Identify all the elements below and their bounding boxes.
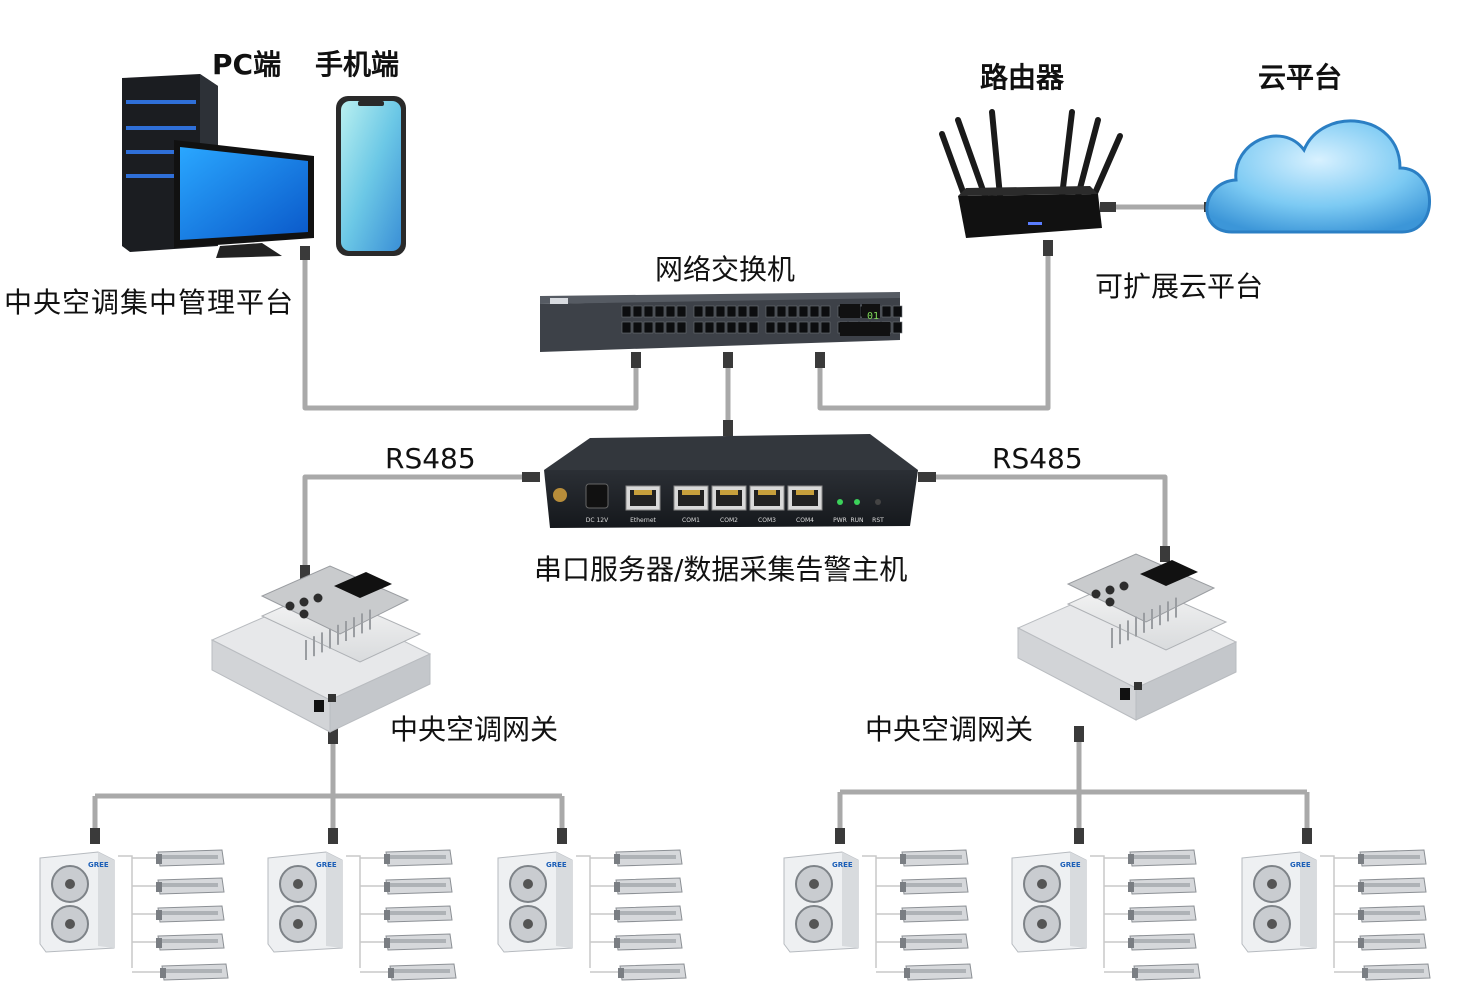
svg-text:GREE: GREE [88,861,109,869]
network-switch-icon: 01 [540,292,903,352]
ac-group: GREE [267,849,457,981]
ac-unit-groups: GREE GREE GREE GREE GREE GREE [39,849,1431,981]
svg-text:RST: RST [872,517,884,524]
ac-group: GREE [39,849,229,981]
cloud-platform-label: 云平台 [1258,61,1343,94]
svg-text:COM3: COM3 [758,517,776,524]
svg-text:COM2: COM2 [720,517,738,524]
ac-group: GREE [1241,849,1431,981]
gateway-right-label: 中央空调网关 [865,713,1034,746]
svg-text:GREE: GREE [1060,861,1081,869]
ac-group: GREE [497,849,687,981]
ac-group: GREE [783,849,973,981]
cable-server-to-right-gateway [918,474,1168,560]
svg-text:PWR: PWR [833,517,847,524]
ac-group: GREE [1011,849,1201,981]
phone-label: 手机端 [315,48,400,81]
svg-text:RUN: RUN [850,517,863,524]
gateway-right-icon [1016,553,1238,721]
router-icon [939,109,1123,238]
gateway-left-label: 中央空调网关 [390,713,559,746]
pc-label: PC端 [212,48,282,81]
svg-text:COM1: COM1 [682,517,700,524]
rs485-right-label: RS485 [992,442,1083,475]
svg-text:DC 12V: DC 12V [586,517,609,524]
svg-text:01: 01 [867,311,879,322]
management-platform-label: 中央空调集中管理平台 [4,286,295,319]
cable-server-to-left-gateway [302,474,540,575]
svg-text:COM4: COM4 [796,517,814,524]
serial-server-label: 串口服务器/数据采集告警主机 [534,553,908,586]
cable-switch-to-router [817,240,1051,411]
gateway-left-icon [210,565,432,733]
smartphone-icon [336,96,406,256]
router-label: 路由器 [980,61,1065,94]
switch-label: 网络交换机 [655,253,796,286]
svg-text:GREE: GREE [832,861,853,869]
pc-computer-icon [122,74,314,258]
cloud-icon [1205,119,1431,234]
cable-pc-to-switch [302,252,639,411]
svg-text:GREE: GREE [316,861,337,869]
svg-text:GREE: GREE [546,861,567,869]
expandable-cloud-label: 可扩展云平台 [1095,270,1264,303]
svg-text:Ethernet: Ethernet [630,517,656,524]
svg-text:GREE: GREE [1290,861,1311,869]
rs485-left-label: RS485 [385,442,476,475]
